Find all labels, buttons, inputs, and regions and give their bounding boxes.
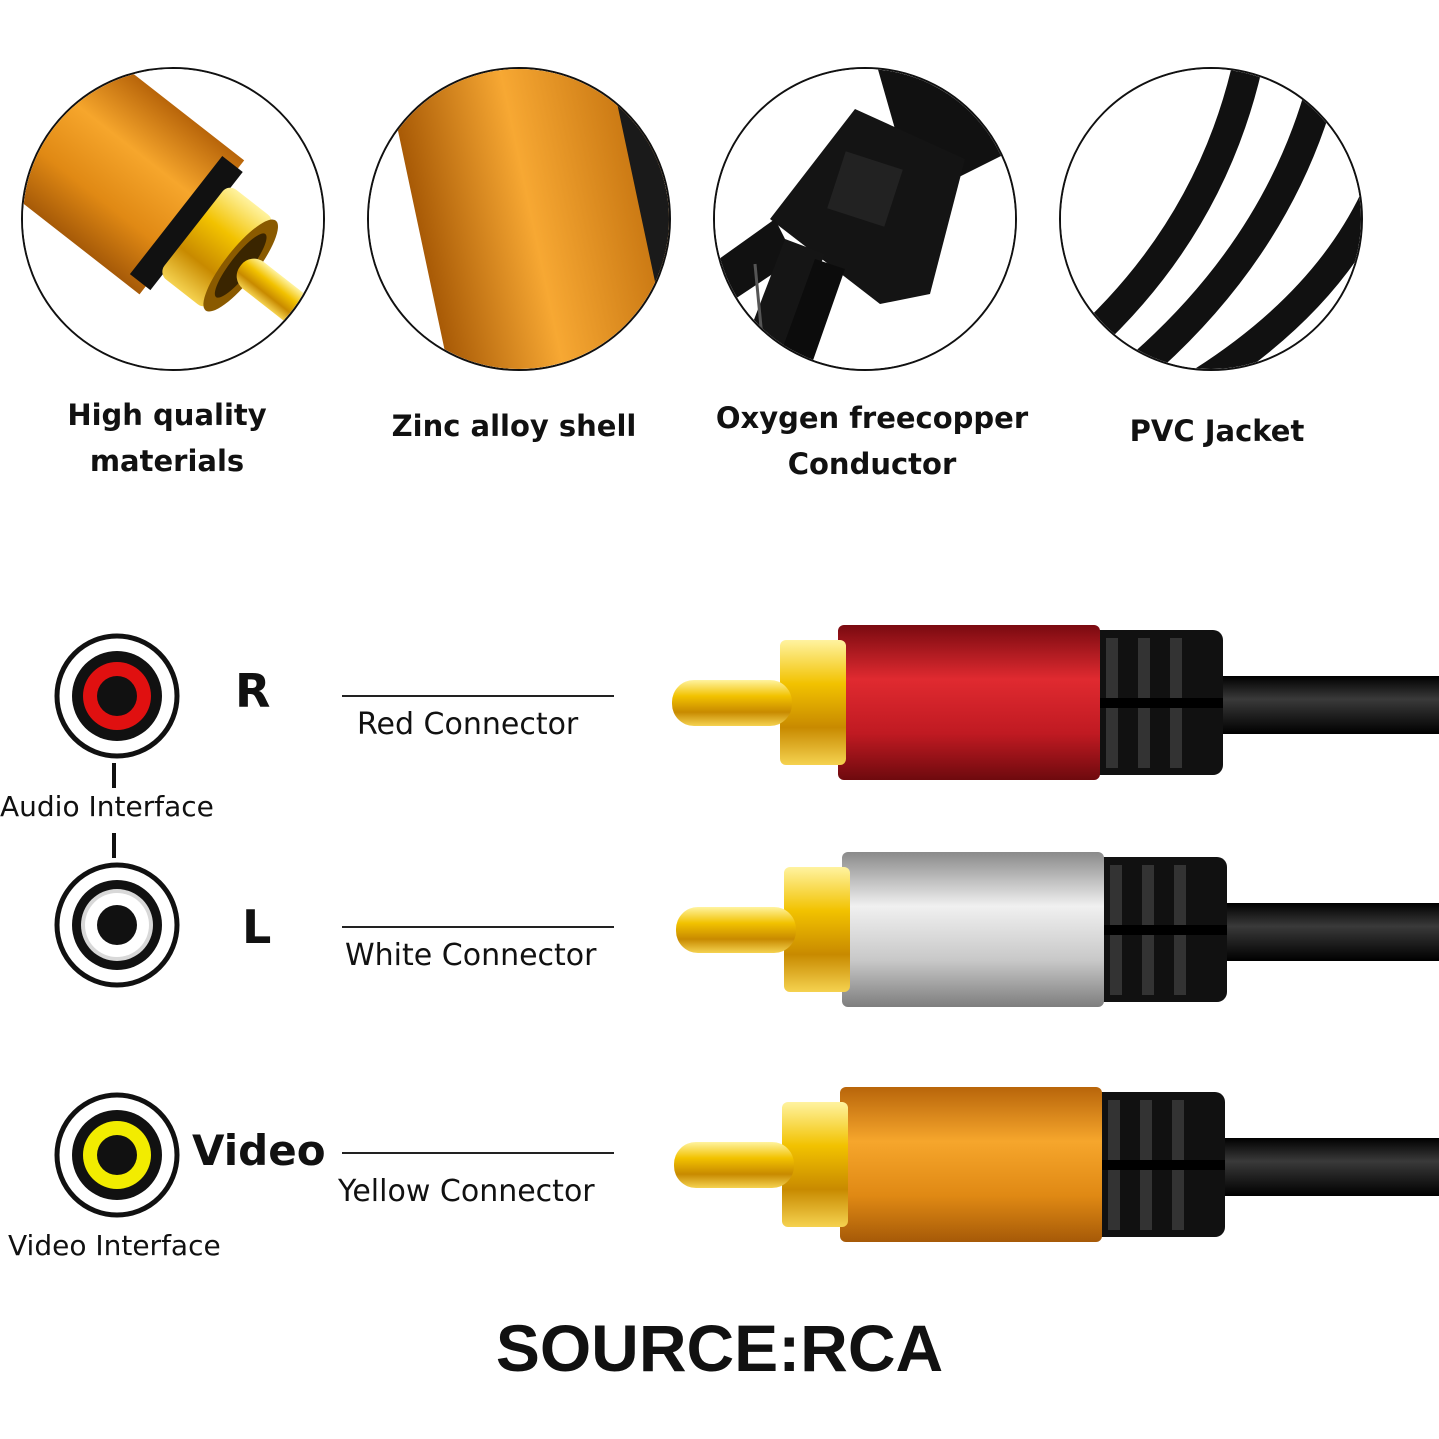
source-footer: SOURCE:RCA <box>495 1311 944 1385</box>
white-jack-icon <box>54 862 180 988</box>
feature-label-pvc: PVC Jacket <box>1129 414 1305 448</box>
gold-rca-tip-icon <box>23 69 323 369</box>
feature-circle-pvc <box>1059 67 1363 371</box>
channel-letter-l: L <box>242 900 272 954</box>
yellow-connector-label: Yellow Connector <box>338 1174 595 1209</box>
yellow-jack-icon <box>54 1092 180 1218</box>
feature-label-conductor: Oxygen freecopper Conductor <box>715 401 1029 481</box>
red-connector-line <box>342 695 614 697</box>
yellow-connector-line <box>342 1152 614 1154</box>
channel-letter-r: R <box>235 664 271 718</box>
white-rca-plug <box>676 852 1439 1007</box>
red-connector-label: Red Connector <box>357 707 579 742</box>
channel-letter-video: Video <box>192 1126 326 1175</box>
video-interface-label: Video Interface <box>8 1229 221 1262</box>
feature-circle-zinc-shell <box>367 67 671 371</box>
feature-label-zinc-shell: Zinc alloy shell <box>391 409 637 443</box>
white-connector-label: White Connector <box>345 938 597 973</box>
red-rca-plug <box>672 625 1439 780</box>
zinc-shell-icon <box>369 69 669 369</box>
audio-interface-label: Audio Interface <box>0 790 214 823</box>
pvc-cable-icon <box>1061 69 1361 369</box>
cable-splitter-icon <box>715 69 1015 369</box>
feature-label-materials: High quality materials <box>67 398 267 478</box>
audio-link-line-bottom <box>112 833 116 858</box>
audio-link-line-top <box>112 763 116 788</box>
yellow-rca-plug <box>674 1087 1439 1242</box>
red-jack-icon <box>54 633 180 759</box>
white-connector-line <box>342 926 614 928</box>
feature-circle-conductor <box>713 67 1017 371</box>
feature-circle-materials <box>21 67 325 371</box>
